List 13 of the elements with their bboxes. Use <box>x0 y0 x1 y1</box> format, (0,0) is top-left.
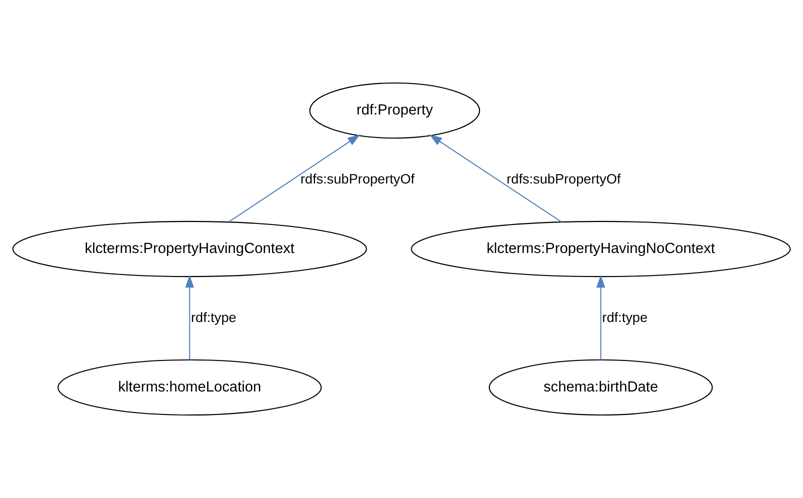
node-ellipse: klcterms:PropertyHavingContext <box>12 220 367 278</box>
arrow <box>228 134 360 222</box>
node-ellipse: klterms:homeLocation <box>58 359 322 416</box>
edge-label: rdf:type <box>191 310 236 325</box>
arrow <box>185 275 194 360</box>
node-ellipse: rdf:Property <box>309 82 480 139</box>
node-ellipse: klcterms:PropertyHavingNoContext <box>410 220 791 278</box>
node-ellipse: schema:birthDate <box>488 359 713 416</box>
edge-label: rdfs:subPropertyOf <box>300 171 415 186</box>
edge-label: rdfs:subPropertyOf <box>506 171 621 186</box>
arrow <box>429 134 562 222</box>
arrow <box>596 275 606 360</box>
edge-label: rdf:type <box>602 310 648 325</box>
